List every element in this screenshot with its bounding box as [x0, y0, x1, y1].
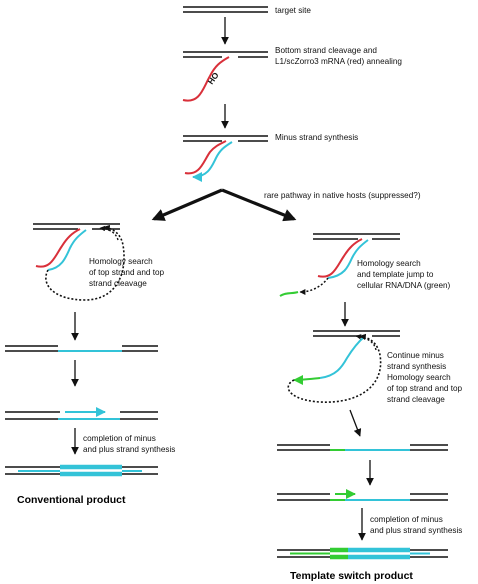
label-continue-2: strand synthesis: [387, 362, 446, 371]
minus-synthesis-dna: [183, 135, 268, 142]
label-right-jump-2: and template jump to: [357, 270, 434, 279]
cdna-strand-continue: [319, 336, 365, 379]
cellular-rna-green: [279, 291, 299, 297]
label-left-homology-3: strand cleavage: [89, 279, 147, 288]
rna-strand-right: [317, 238, 363, 278]
cdna-strand-right: [327, 239, 369, 279]
dotted-loop-left-inner: [99, 225, 119, 241]
label-right-completion-1: completion of minus: [370, 515, 443, 524]
conventional-product-dna: [5, 464, 158, 477]
label-left-completion-1: completion of minus: [83, 434, 156, 443]
label-continue-4: of top strand and top: [387, 384, 463, 393]
label-bottom-cleavage-2: L1/scZorro3 mRNA (red) annealing: [275, 57, 402, 66]
cellular-dna-green-continue: [293, 374, 321, 385]
cleaved-dna: [183, 51, 268, 58]
label-left-homology-2: of top strand and top: [89, 268, 165, 277]
label-ho: HO: [206, 70, 221, 86]
right-jump-dna: [313, 233, 400, 240]
left-gap-dna: [5, 345, 158, 352]
arrow-branch-left: [151, 188, 223, 221]
label-template-switch-product: Template switch product: [290, 570, 413, 582]
cdna-strand-step3: [192, 141, 233, 182]
label-left-homology-1: Homology search: [89, 257, 153, 266]
label-bottom-cleavage-1: Bottom strand cleavage and: [275, 46, 377, 55]
label-right-jump-3: cellular RNA/DNA (green): [357, 281, 451, 290]
label-target-site: target site: [275, 6, 311, 15]
cdna-strand-left: [47, 229, 87, 271]
label-continue-3: Homology search: [387, 373, 451, 382]
dotted-jump-right: [299, 277, 329, 295]
arrow-branch-right: [221, 188, 297, 222]
rna-strand-annealing: [182, 56, 230, 102]
template-switch-product-dna: [277, 547, 448, 560]
label-minus-synthesis: Minus strand synthesis: [275, 133, 358, 142]
right-gap-dna: [277, 444, 448, 451]
right-plus-synthesis-dna: [277, 489, 448, 501]
label-continue-5: strand cleavage: [387, 395, 445, 404]
rna-strand-step3: [184, 140, 227, 175]
arrow-right-2: [349, 409, 362, 437]
left-plus-synthesis-dna: [5, 407, 158, 420]
rna-strand-left: [35, 228, 81, 268]
right-continue-dna: [313, 330, 400, 337]
target-site-dna: [183, 6, 268, 13]
dotted-loop-right-outer: [287, 333, 382, 403]
dotted-loop-right-inner: [355, 334, 377, 351]
label-continue-1: Continue minus: [387, 351, 444, 360]
label-rare-pathway: rare pathway in native hosts (suppressed…: [264, 191, 421, 200]
label-conventional-product: Conventional product: [17, 494, 126, 506]
label-right-completion-2: and plus strand synthesis: [370, 526, 462, 535]
label-right-jump-1: Homology search: [357, 259, 421, 268]
label-left-completion-2: and plus strand synthesis: [83, 445, 175, 454]
